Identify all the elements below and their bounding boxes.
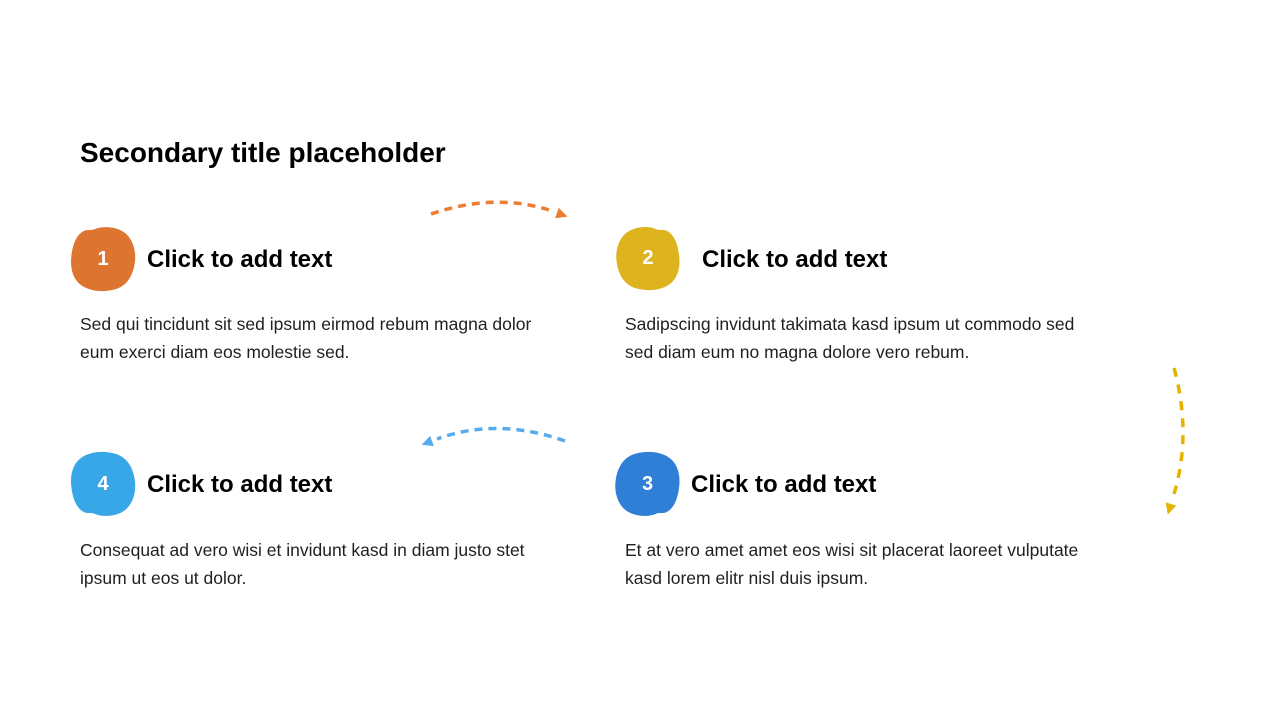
step-3-body-line: Et at vero amet amet eos wisi sit placer… (625, 540, 1079, 560)
step-2-heading-placeholder[interactable]: Click to add text (702, 246, 888, 273)
step-1-body-line: Sed qui tincidunt sit sed ipsum eirmod r… (80, 314, 532, 334)
step-4-heading-placeholder[interactable]: Click to add text (147, 471, 333, 498)
step-4-body-line: Consequat ad vero wisi et invidunt kasd … (80, 540, 525, 560)
slide-title-placeholder[interactable]: Secondary title placeholder (80, 137, 446, 168)
step-2-number: 2 (642, 247, 654, 269)
dashed-arrow-down-icon (1165, 367, 1185, 515)
step-3-number: 3 (641, 472, 654, 495)
step-4-body-line: ipsum ut eos ut dolor. (80, 568, 247, 588)
step-1-heading-placeholder[interactable]: Click to add text (147, 246, 333, 273)
step-3-body-text[interactable]: Et at vero amet amet eos wisi sit placer… (625, 536, 1078, 592)
step-2-body-line: Sadipscing invidunt takimata kasd ipsum … (625, 314, 1075, 334)
step-4-number-blob: 4 (68, 451, 138, 517)
step-2-body-text[interactable]: Sadipscing invidunt takimata kasd ipsum … (625, 310, 1074, 366)
dashed-arrow-right-icon (430, 200, 568, 219)
dashed-arrow-left-icon (421, 426, 566, 447)
step-2-number-blob: 2 (614, 226, 682, 291)
step-4-number: 4 (97, 472, 109, 495)
step-2-body-line: sed diam eum no magna dolore vero rebum. (625, 342, 970, 362)
step-3-number-blob: 3 (614, 451, 681, 517)
step-1-number: 1 (97, 247, 109, 270)
step-1-body-text[interactable]: Sed qui tincidunt sit sed ipsum eirmod r… (80, 310, 531, 366)
step-3-body-line: kasd lorem elitr nisl duis ipsum. (625, 568, 869, 588)
step-4-body-text[interactable]: Consequat ad vero wisi et invidunt kasd … (80, 536, 525, 592)
step-1-number-blob: 1 (68, 226, 138, 292)
step-1-body-line: eum exerci diam eos molestie sed. (80, 342, 350, 362)
step-3-heading-placeholder[interactable]: Click to add text (691, 471, 877, 498)
